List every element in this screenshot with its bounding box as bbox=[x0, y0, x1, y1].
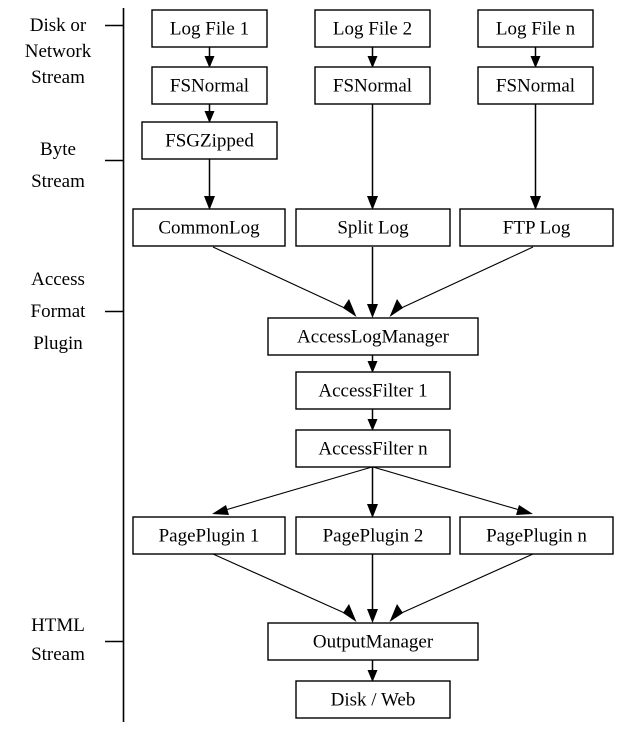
stage-label-line: Stream bbox=[31, 644, 85, 665]
stage-label-access-format-plugin: Access Format Plugin bbox=[31, 269, 87, 354]
node-label: FSNormal bbox=[496, 75, 575, 96]
node-box bbox=[295, 208, 451, 247]
node-box bbox=[151, 66, 268, 105]
node-label: AccessFilter 1 bbox=[318, 380, 427, 401]
node-box bbox=[267, 622, 479, 661]
node-box bbox=[459, 516, 614, 555]
edge-log-file-1-to-fsnormal-1 bbox=[204, 47, 215, 68]
node-box bbox=[314, 9, 431, 48]
node-label: AccessFilter n bbox=[318, 438, 428, 459]
node-label: Log File n bbox=[496, 18, 576, 39]
node-box bbox=[295, 680, 451, 719]
stage-label-line: Stream bbox=[31, 67, 85, 88]
edge-accessfilter-1-to-accessfilter-n bbox=[367, 409, 378, 431]
node-label: PagePlugin n bbox=[486, 525, 587, 546]
edge-pageplugin-2-to-outputmanager bbox=[367, 554, 378, 623]
edge-accesslogmanager-to-accessfilter-1 bbox=[367, 355, 378, 373]
node-box bbox=[477, 9, 594, 48]
node-label: FSGZipped bbox=[165, 130, 254, 151]
edge-commonlog-to-accesslogmanager bbox=[212, 246, 357, 317]
node-log-file-n[interactable]: Log File n bbox=[477, 9, 594, 48]
node-fsnormal-2[interactable]: FSNormal bbox=[314, 66, 431, 105]
node-label: OutputManager bbox=[313, 631, 434, 652]
stage-label-line: HTML bbox=[31, 615, 85, 636]
stage-label-line: Disk or bbox=[30, 15, 87, 36]
node-box bbox=[295, 516, 451, 555]
stage-labels: Disk or Network Stream Byte Stream Acces… bbox=[25, 15, 92, 665]
node-label: FSNormal bbox=[170, 75, 249, 96]
node-box bbox=[477, 66, 594, 105]
node-box bbox=[267, 317, 479, 356]
edge-fsnormal-1-to-fsgzipped bbox=[204, 104, 215, 123]
stage-label-line: Stream bbox=[31, 171, 85, 192]
node-box bbox=[132, 208, 286, 247]
edge-fsnormal-n-to-ftp-log bbox=[530, 104, 541, 210]
stage-label-line: Plugin bbox=[33, 333, 83, 354]
edge-pageplugin-n-to-outputmanager bbox=[389, 553, 534, 622]
node-disk-web[interactable]: Disk / Web bbox=[295, 680, 451, 719]
node-split-log[interactable]: Split Log bbox=[295, 208, 451, 247]
nodes: Log File 1 Log File 2 Log File n FSNorma… bbox=[132, 9, 614, 719]
edge-log-file-n-to-fsnormal-n bbox=[530, 47, 541, 68]
node-box bbox=[151, 9, 268, 48]
node-box bbox=[295, 429, 451, 468]
node-pageplugin-n[interactable]: PagePlugin n bbox=[459, 516, 614, 555]
node-label: Split Log bbox=[337, 217, 409, 238]
node-box bbox=[295, 371, 451, 410]
node-label: FTP Log bbox=[503, 217, 571, 238]
node-box bbox=[132, 516, 286, 555]
stage-label-line: Format bbox=[31, 301, 87, 322]
node-outputmanager[interactable]: OutputManager bbox=[267, 622, 479, 661]
node-label: Log File 1 bbox=[170, 18, 249, 39]
edge-accessfilter-n-to-pageplugin-1 bbox=[212, 466, 373, 515]
node-log-file-2[interactable]: Log File 2 bbox=[314, 9, 431, 48]
edge-ftp-log-to-accesslogmanager bbox=[389, 246, 534, 317]
edge-accessfilter-n-to-pageplugin-n bbox=[372, 466, 533, 515]
node-label: Disk / Web bbox=[331, 689, 416, 710]
node-fsnormal-n[interactable]: FSNormal bbox=[477, 66, 594, 105]
node-fsgzipped[interactable]: FSGZipped bbox=[141, 121, 278, 160]
node-box bbox=[141, 121, 278, 160]
stage-label-line: Network bbox=[25, 41, 92, 62]
node-label: FSNormal bbox=[333, 75, 412, 96]
stage-label-disk-or-network-stream: Disk or Network Stream bbox=[25, 15, 92, 88]
node-pageplugin-1[interactable]: PagePlugin 1 bbox=[132, 516, 286, 555]
node-box bbox=[314, 66, 431, 105]
node-accessfilter-1[interactable]: AccessFilter 1 bbox=[295, 371, 451, 410]
edge-fsnormal-2-to-split-log bbox=[367, 104, 378, 210]
stage-axis bbox=[105, 8, 125, 722]
node-label: PagePlugin 2 bbox=[323, 525, 424, 546]
stage-label-html-stream: HTML Stream bbox=[31, 615, 85, 665]
node-fsnormal-1[interactable]: FSNormal bbox=[151, 66, 268, 105]
node-accesslogmanager[interactable]: AccessLogManager bbox=[267, 317, 479, 356]
node-box bbox=[459, 208, 614, 247]
stage-label-line: Byte bbox=[40, 139, 76, 160]
node-label: PagePlugin 1 bbox=[159, 525, 260, 546]
node-label: CommonLog bbox=[158, 217, 260, 238]
node-label: AccessLogManager bbox=[297, 326, 450, 347]
edge-accessfilter-n-to-pageplugin-2 bbox=[367, 467, 378, 518]
node-accessfilter-n[interactable]: AccessFilter n bbox=[295, 429, 451, 468]
edge-log-file-2-to-fsnormal-2 bbox=[367, 47, 378, 68]
node-commonlog[interactable]: CommonLog bbox=[132, 208, 286, 247]
node-label: Log File 2 bbox=[333, 18, 412, 39]
node-log-file-1[interactable]: Log File 1 bbox=[151, 9, 268, 48]
edge-pageplugin-1-to-outputmanager bbox=[212, 553, 357, 622]
node-pageplugin-2[interactable]: PagePlugin 2 bbox=[295, 516, 451, 555]
edge-split-log-to-accesslogmanager bbox=[367, 247, 378, 318]
node-ftp-log[interactable]: FTP Log bbox=[459, 208, 614, 247]
stage-label-byte-stream: Byte Stream bbox=[31, 139, 85, 192]
edge-fsgzipped-to-commonlog bbox=[204, 159, 215, 210]
edge-outputmanager-to-disk-web bbox=[367, 660, 378, 682]
edges bbox=[204, 47, 541, 682]
stage-label-line: Access bbox=[31, 269, 85, 290]
